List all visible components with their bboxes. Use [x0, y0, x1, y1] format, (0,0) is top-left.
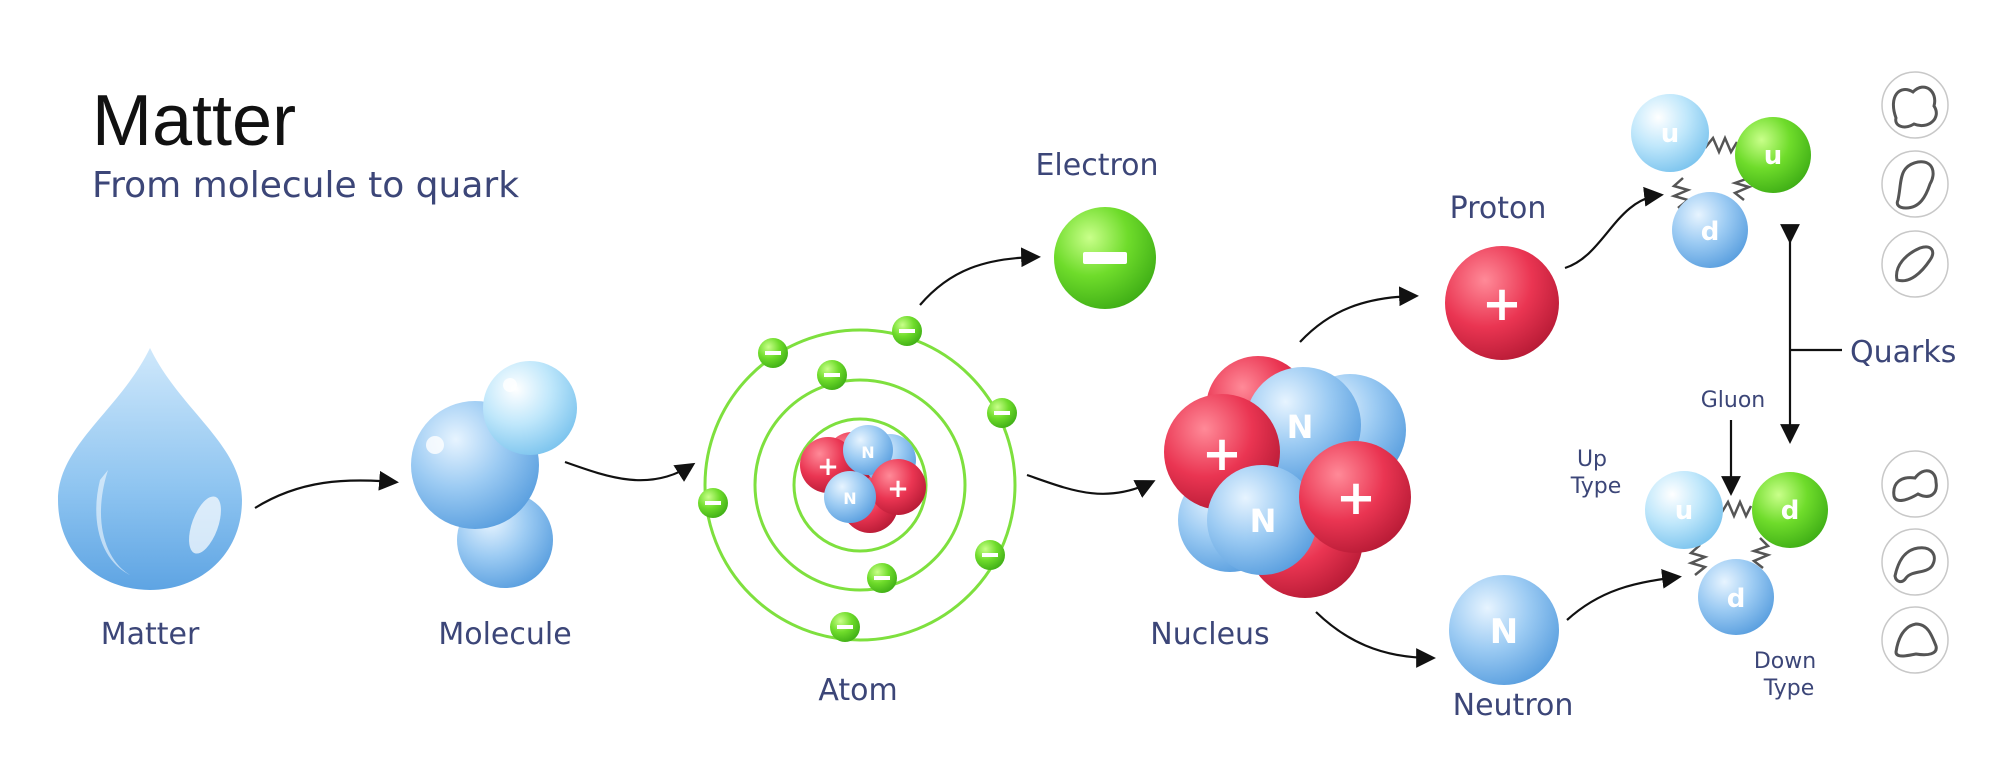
proton-icon: + [1445, 246, 1559, 360]
proton-quark-group: u u d [1631, 94, 1811, 268]
molecule-icon [411, 361, 577, 588]
neutron-symbol: N [1490, 612, 1518, 652]
label-down-type: Type [1763, 676, 1815, 701]
arrow-nucleus-to-neutron [1315, 611, 1436, 668]
proton-symbol: + [1482, 276, 1522, 332]
neutron-quark-group: u d d [1645, 471, 1828, 635]
page-title: Matter [92, 81, 296, 161]
label-up-type: Type [1570, 474, 1622, 499]
nucleus-neutron-symbol: N [1287, 408, 1314, 446]
label-quarks: Quarks [1850, 335, 1956, 370]
quark-string-icons [1881, 71, 1949, 674]
atom-electron [830, 612, 860, 642]
nucleus-icon: + N N + [1164, 356, 1411, 598]
arrow-atom-to-nucleus [1026, 473, 1156, 498]
string-loop-icon [1881, 528, 1949, 596]
arrow-molecule-to-atom [564, 460, 696, 482]
label-electron: Electron [1035, 148, 1158, 183]
atom-electron [817, 360, 847, 390]
atom-electron [758, 338, 788, 368]
string-loop-icon [1881, 450, 1949, 518]
atom-electron [867, 563, 897, 593]
nucleus-proton-symbol: + [1336, 470, 1376, 526]
quark-symbol: u [1661, 119, 1680, 149]
gluon-spring [1704, 134, 1739, 156]
gluon-spring [1720, 498, 1753, 520]
atom-electron [892, 316, 922, 346]
arrow-atom-to-electron [919, 247, 1041, 306]
atom-proton-symbol: + [817, 452, 839, 482]
page-subtitle: From molecule to quark [92, 165, 519, 206]
atom-electron [698, 488, 728, 518]
label-gluon: Gluon [1701, 388, 1766, 413]
quark-symbol: d [1727, 584, 1746, 614]
label-proton: Proton [1450, 191, 1547, 226]
atom-neutron-symbol: N [843, 489, 856, 508]
label-down-type: Down [1754, 649, 1816, 674]
neutron-icon: N [1449, 575, 1559, 685]
string-loop-icon [1881, 150, 1949, 218]
quark-symbol: d [1781, 496, 1800, 526]
arrow-matter-to-molecule [254, 470, 399, 509]
atom-proton-symbol: + [887, 474, 909, 504]
gluon-spring [1687, 544, 1709, 576]
atom-neutron-symbol: N [861, 443, 874, 462]
arrow-neutron-to-quarks [1566, 568, 1682, 621]
arrow-nucleus-to-proton [1299, 286, 1419, 343]
atom-icon: + N N + [698, 316, 1017, 642]
string-loop-icon [1881, 71, 1949, 139]
electron-icon [1054, 207, 1156, 309]
quarks-bracket [1780, 224, 1842, 444]
label-matter: Matter [101, 617, 200, 652]
water-drop [58, 348, 242, 590]
string-loop-icon [1881, 230, 1949, 298]
label-neutron: Neutron [1453, 688, 1574, 723]
atom-electron [975, 540, 1005, 570]
label-nucleus: Nucleus [1150, 617, 1269, 652]
quark-symbol: d [1701, 217, 1720, 247]
nucleus-neutron-symbol: N [1250, 502, 1277, 540]
label-up-type: Up [1577, 447, 1607, 472]
nucleus-proton-symbol: + [1202, 426, 1242, 482]
atom-electron [987, 398, 1017, 428]
string-loop-icon [1881, 606, 1949, 674]
label-atom: Atom [818, 673, 897, 708]
arrow-proton-to-quarks [1564, 186, 1664, 270]
gluon-spring [1749, 537, 1772, 569]
quark-symbol: u [1764, 141, 1783, 171]
quark-symbol: u [1675, 496, 1694, 526]
label-molecule: Molecule [438, 617, 571, 652]
